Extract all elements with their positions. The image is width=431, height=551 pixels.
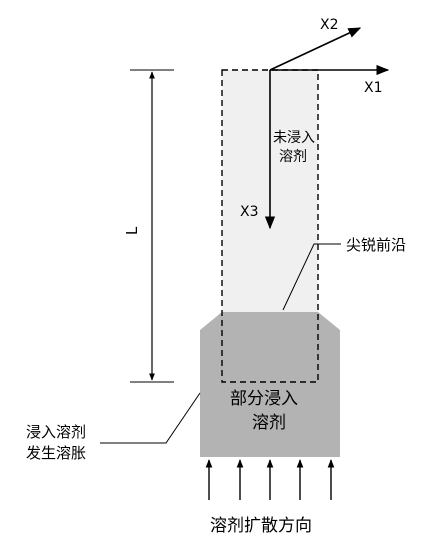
x3-label: X3 — [240, 204, 259, 220]
dimension-label-L: L — [123, 226, 141, 235]
swelling-leader — [100, 392, 201, 444]
x2-label: X2 — [320, 17, 339, 33]
swollen-region — [200, 312, 340, 457]
dry-region-label-line2: 溶剂 — [279, 149, 307, 165]
swelling-label-line2: 发生溶胀 — [26, 444, 86, 462]
x1-label: X1 — [364, 80, 383, 96]
diffusion-direction-label: 溶剂扩散方向 — [210, 516, 312, 536]
original-outline-dashed — [221, 69, 319, 383]
swollen-region-label-line1: 部分浸入 — [230, 389, 298, 409]
x2-axis-arrow — [269, 27, 362, 71]
swollen-region-label-line2: 溶剂 — [252, 413, 286, 433]
swelling-label-line1: 浸入溶剂 — [26, 423, 86, 441]
sharp-front-label: 尖锐前沿 — [346, 236, 406, 254]
sharp-front-leader — [282, 243, 341, 311]
dry-region-label-line1: 未浸入 — [273, 130, 315, 146]
